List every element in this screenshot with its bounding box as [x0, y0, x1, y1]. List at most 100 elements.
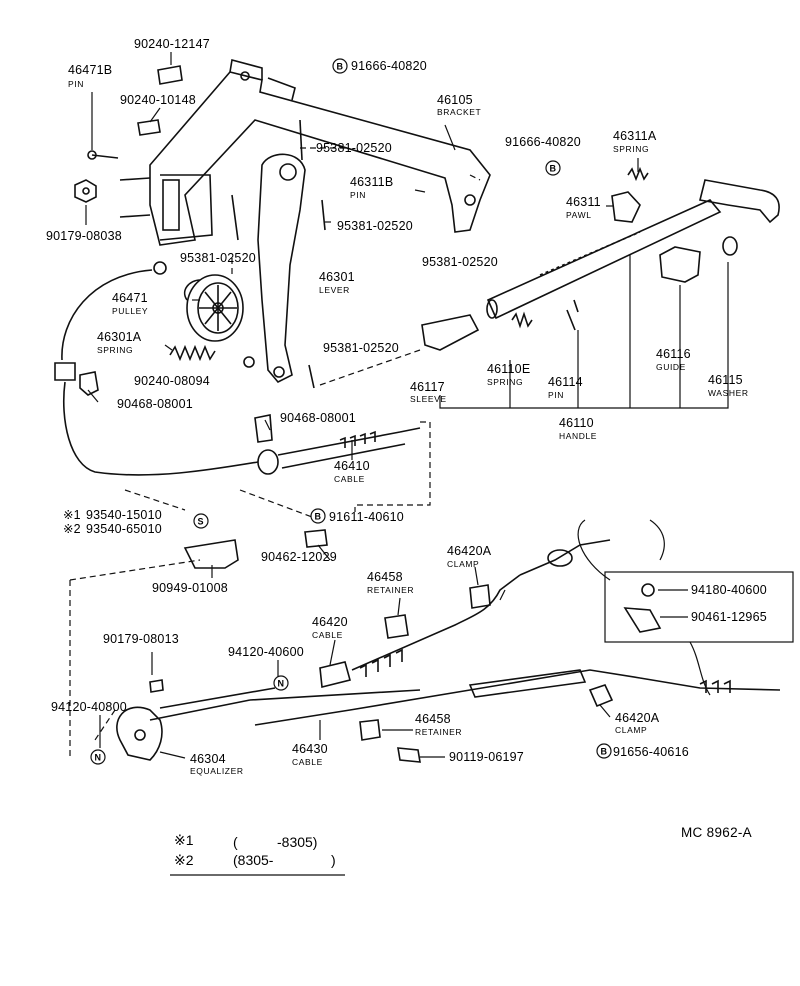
- note-2-mark: ※2: [63, 522, 81, 536]
- label-46410-name: CABLE: [334, 474, 365, 484]
- part-drawings: [54, 52, 794, 876]
- legend-row2-close: ): [331, 852, 336, 868]
- label-46301-name: LEVER: [319, 285, 350, 295]
- label-90949-01008: 90949-01008: [152, 581, 228, 595]
- label-90468-08001-a: 90468-08001: [117, 397, 193, 411]
- label-46311b-name: PIN: [350, 190, 366, 200]
- equalizer-drawing: [116, 679, 276, 761]
- label-46304: 46304: [190, 752, 226, 766]
- label-46410: 46410: [334, 459, 370, 473]
- label-94120-40800: 94120-40800: [51, 700, 127, 714]
- note-1-mark: ※1: [63, 508, 81, 522]
- marker-b-3: B: [310, 508, 326, 524]
- inset-box: [577, 519, 794, 696]
- handle-bracket-line: [439, 255, 729, 409]
- label-46420a-top: 46420A: [447, 544, 492, 558]
- label-46458-top-name: RETAINER: [367, 585, 414, 595]
- bracket-drawing: [149, 59, 491, 246]
- pulley-drawing: [183, 274, 244, 342]
- marker-n-1: N: [273, 675, 289, 691]
- label-46471: 46471: [112, 291, 148, 305]
- legend-row2-value: (8305-: [233, 852, 274, 868]
- label-46115-name: WASHER: [708, 388, 749, 398]
- label-46430: 46430: [292, 742, 328, 756]
- lever-drawing: [231, 119, 326, 389]
- label-46311b: 46311B: [350, 175, 393, 189]
- label-46110e-name: SPRING: [487, 377, 523, 387]
- label-46117-name: SLEEVE: [410, 394, 447, 404]
- label-46458-bot-name: RETAINER: [415, 727, 462, 737]
- legend-row2-mark: ※2: [174, 852, 194, 868]
- label-90462-12029: 90462-12029: [261, 550, 337, 564]
- label-46114: 46114: [548, 375, 583, 389]
- marker-b-3-text: B: [315, 512, 322, 522]
- front-cable-drawing: [54, 261, 421, 476]
- marker-n-1-text: N: [278, 679, 285, 689]
- legend-row1-value: -8305): [277, 834, 317, 850]
- marker-s-text: S: [198, 517, 204, 527]
- legend-row1-open: (: [233, 834, 238, 850]
- label-46105-name: BRACKET: [437, 107, 481, 117]
- label-46301a: 46301A: [97, 330, 142, 344]
- label-46114-name: PIN: [548, 390, 564, 400]
- label-90461-12965: 90461-12965: [691, 610, 767, 624]
- label-90240-12147: 90240-12147: [134, 37, 210, 51]
- label-91666-40820-mid: 91666-40820: [505, 135, 581, 149]
- marker-b-1-text: B: [337, 62, 344, 72]
- label-90240-10148: 90240-10148: [120, 93, 196, 107]
- label-95381-02520-b: 95381-02520: [337, 219, 413, 233]
- label-46117: 46117: [410, 380, 445, 394]
- label-94120-40600: 94120-40600: [228, 645, 304, 659]
- handle-drawing: [421, 166, 780, 351]
- label-46311a: 46311A: [613, 129, 657, 143]
- label-46110-name: HANDLE: [559, 431, 597, 441]
- clip-90462-drawing: [304, 529, 328, 548]
- label-90179-08013: 90179-08013: [103, 632, 179, 646]
- production-legend: ※1 ( -8305) ※2 (8305- ): [174, 832, 336, 868]
- label-46420a-bot-name: CLAMP: [615, 725, 647, 735]
- label-46420a-top-name: CLAMP: [447, 559, 479, 569]
- spring-46301a-drawing: [169, 344, 216, 362]
- label-46116-name: GUIDE: [656, 362, 686, 372]
- label-46115: 46115: [708, 373, 743, 387]
- label-46458-bot: 46458: [415, 712, 451, 726]
- diagram-code: MC 8962-A: [681, 825, 752, 840]
- clip-90468-a-drawing: [79, 371, 99, 396]
- bracket-90949-drawing: [183, 539, 239, 569]
- label-95381-02520-d: 95381-02520: [422, 255, 498, 269]
- label-46116: 46116: [656, 347, 691, 361]
- label-46458-top: 46458: [367, 570, 403, 584]
- label-95381-02520-c: 95381-02520: [180, 251, 256, 265]
- label-46110e: 46110E: [487, 362, 530, 376]
- label-46311-name: PAWL: [566, 210, 592, 220]
- label-91666-40820-top: 91666-40820: [351, 59, 427, 73]
- label-90119-06197: 90119-06197: [449, 750, 524, 764]
- label-95381-02520-a: 95381-02520: [316, 141, 392, 155]
- label-93540-65010: 93540-65010: [86, 522, 162, 536]
- label-46301a-name: SPRING: [97, 345, 133, 355]
- part-labels: 90240-12147 46471B PIN B 91666-40820 902…: [46, 37, 767, 840]
- label-46420: 46420: [312, 615, 348, 629]
- label-46311: 46311: [566, 195, 601, 209]
- label-90468-08001-b: 90468-08001: [280, 411, 356, 425]
- label-93540-15010: 93540-15010: [86, 508, 162, 522]
- label-46420a-bot: 46420A: [615, 711, 660, 725]
- leader-lines: [85, 52, 688, 759]
- legend-row1-mark: ※1: [174, 832, 194, 848]
- label-90179-08038: 90179-08038: [46, 229, 122, 243]
- label-46471-name: PULLEY: [112, 306, 148, 316]
- label-46420-name: CABLE: [312, 630, 343, 640]
- label-46430-name: CABLE: [292, 757, 323, 767]
- marker-b-4: B: [596, 743, 612, 759]
- label-91611-40610: 91611-40610: [329, 510, 404, 524]
- dashed-leaders: [69, 147, 481, 760]
- marker-b-1: B: [332, 58, 348, 74]
- marker-n-2-text: N: [95, 753, 102, 763]
- marker-b-4-text: B: [601, 747, 608, 757]
- label-46471b-name: PIN: [68, 79, 84, 89]
- marker-n-2: N: [90, 749, 106, 765]
- label-46471b: 46471B: [68, 63, 112, 77]
- marker-b-2: B: [545, 160, 561, 176]
- label-91656-40616: 91656-40616: [613, 745, 689, 759]
